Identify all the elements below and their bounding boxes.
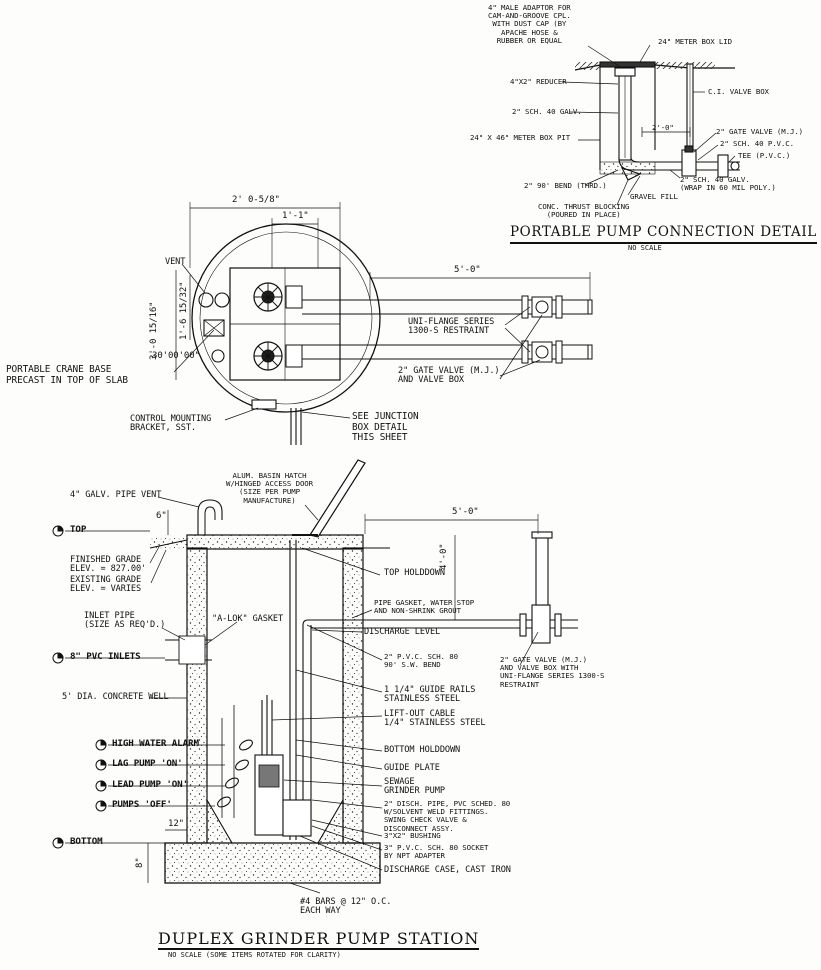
elev-lag-pump: LAG PUMP 'ON' xyxy=(112,758,183,769)
elev-top: TOP xyxy=(70,524,87,535)
label-sewage-pump: SEWAGE GRINDER PUMP xyxy=(384,777,445,797)
label-socket: 3" P.V.C. SCH. 80 SOCKET BY NPT ADAPTER xyxy=(384,843,489,861)
label-junction-box: SEE JUNCTION BOX DETAIL THIS SHEET xyxy=(352,411,419,443)
label-galv-40: 2" SCH. 40 GALV. xyxy=(512,107,582,116)
elevation-markers xyxy=(52,525,107,849)
label-bottom-holddown: BOTTOM HOLDDOWN xyxy=(384,745,461,755)
label-pvc-40: 2" SCH. 40 P.V.C. xyxy=(720,139,794,148)
label-discharge-level: DISCHARGE LEVEL xyxy=(364,627,441,637)
elev-high-water: HIGH WATER ALARM xyxy=(112,738,199,749)
section-title: DUPLEX GRINDER PUMP STATION xyxy=(158,929,480,950)
elev-pvc-inlets: 8" PVC INLETS xyxy=(70,651,141,662)
dim-5-0-section: 5'-0" xyxy=(452,507,479,517)
label-meter-box-lid: 24" METER BOX LID xyxy=(658,37,732,46)
label-basin-hatch: ALUM. BASIN HATCH W/HINGED ACCESS DOOR (… xyxy=(226,471,313,505)
label-existing-grade: EXISTING GRADE ELEV. = VARIES xyxy=(70,575,142,595)
label-lift-out-cable: LIFT-OUT CABLE 1/4" STAINLESS STEEL xyxy=(384,709,486,729)
label-gate-valve-uni: 2" GATE VALVE (M.J.) AND VALVE BOX WITH … xyxy=(500,655,605,689)
section-view xyxy=(65,459,578,894)
label-finished-grade: FINISHED GRADE ELEV. = 827.00' xyxy=(70,555,147,575)
label-gate-valve-mj: 2" GATE VALVE (M.J.) xyxy=(716,127,803,136)
label-pipe-gasket: PIPE GASKET, WATER STOP AND NON-SHRINK G… xyxy=(374,598,475,616)
dim-1-1: 1'-1" xyxy=(282,211,309,221)
label-gravel-fill: GRAVEL FILL xyxy=(630,192,678,201)
elev-pumps-off: PUMPS 'OFF' xyxy=(112,799,172,810)
label-meter-box-pit: 24" x 46" METER BOX PIT xyxy=(470,133,571,142)
label-top-holddown: TOP HOLDDOWN xyxy=(384,568,445,578)
label-vent: VENT xyxy=(165,257,186,267)
label-thrust-block: CONC. THRUST BLOCKING (POURED IN PLACE) xyxy=(538,202,630,220)
label-disch-pipe: 2" DISCH. PIPE, PVC SCHED. 80 W/SOLVENT … xyxy=(384,799,511,833)
label-discharge-case: DISCHARGE CASE, CAST IRON xyxy=(384,865,511,875)
label-galv-wrap: 2" SCH. 40 GALV. (WRAP IN 60 MIL POLY.) xyxy=(680,175,776,193)
portable-detail-subtitle: NO SCALE xyxy=(628,244,662,252)
dim-4-0: 4'-0" xyxy=(439,543,449,570)
label-gate-valve-box: 2" GATE VALVE (M.J.) AND VALVE BOX xyxy=(398,366,500,386)
label-reducer: 4"X2" REDUCER xyxy=(510,77,567,86)
label-bend-90: 2" 90' BEND (THRD.) xyxy=(524,181,607,190)
label-pvc-80-bend: 2" P.V.C. SCH. 80 90' S.W. BEND xyxy=(384,652,458,670)
plan-view xyxy=(173,202,593,445)
elev-lead-pump: LEAD PUMP 'ON' xyxy=(112,779,189,790)
dim-1-6: 1'-6 15/32" xyxy=(179,281,189,340)
label-inlet-pipe: INLET PIPE (SIZE AS REQ'D.) xyxy=(84,611,166,631)
section-subtitle: NO SCALE (SOME ITEMS ROTATED FOR CLARITY… xyxy=(168,951,341,959)
elev-bottom: BOTTOM xyxy=(70,836,103,847)
label-tee-pvc: TEE (P.V.C.) xyxy=(738,151,791,160)
label-uni-flange: UNI-FLANGE SERIES 1300-S RESTRAINT xyxy=(408,317,495,337)
dim-12: 12" xyxy=(168,819,184,829)
portable-pump-detail xyxy=(561,44,740,206)
portable-detail-title: PORTABLE PUMP CONNECTION DETAIL xyxy=(510,224,817,244)
label-control-bracket: CONTROL MOUNTING BRACKET, SST. xyxy=(130,414,212,434)
label-bars: #4 BARS @ 12" O.C. EACH WAY xyxy=(300,897,392,917)
label-guide-plate: GUIDE PLATE xyxy=(384,763,440,773)
label-bushing: 3"x2" BUSHING xyxy=(384,831,441,840)
dim-2-0-5-8: 2' 0-5/8" xyxy=(232,195,280,205)
label-pipe-vent: 4" GALV. PIPE VENT xyxy=(70,490,162,500)
dim-8: 8" xyxy=(135,857,145,868)
label-guide-rails: 1 1/4" GUIDE RAILS STAINLESS STEEL xyxy=(384,685,476,705)
label-ci-valve-box: C.I. VALVE BOX xyxy=(708,87,769,96)
dim-5-0-plan: 5'-0" xyxy=(454,265,481,275)
dim-angle-30: 30'00'00" xyxy=(152,351,200,361)
label-concrete-well: 5' DIA. CONCRETE WELL xyxy=(62,692,169,702)
label-a-lok: "A-LOK" GASKET xyxy=(212,614,284,624)
label-crane-base: PORTABLE CRANE BASE PRECAST IN TOP OF SL… xyxy=(6,364,128,386)
label-male-adaptor: 4" MALE ADAPTOR FOR CAM-AND-GROOVE CPL. … xyxy=(488,3,571,45)
dim-2-0-portable: 2'-0" xyxy=(652,123,674,132)
dim-6: 6" xyxy=(156,511,167,521)
